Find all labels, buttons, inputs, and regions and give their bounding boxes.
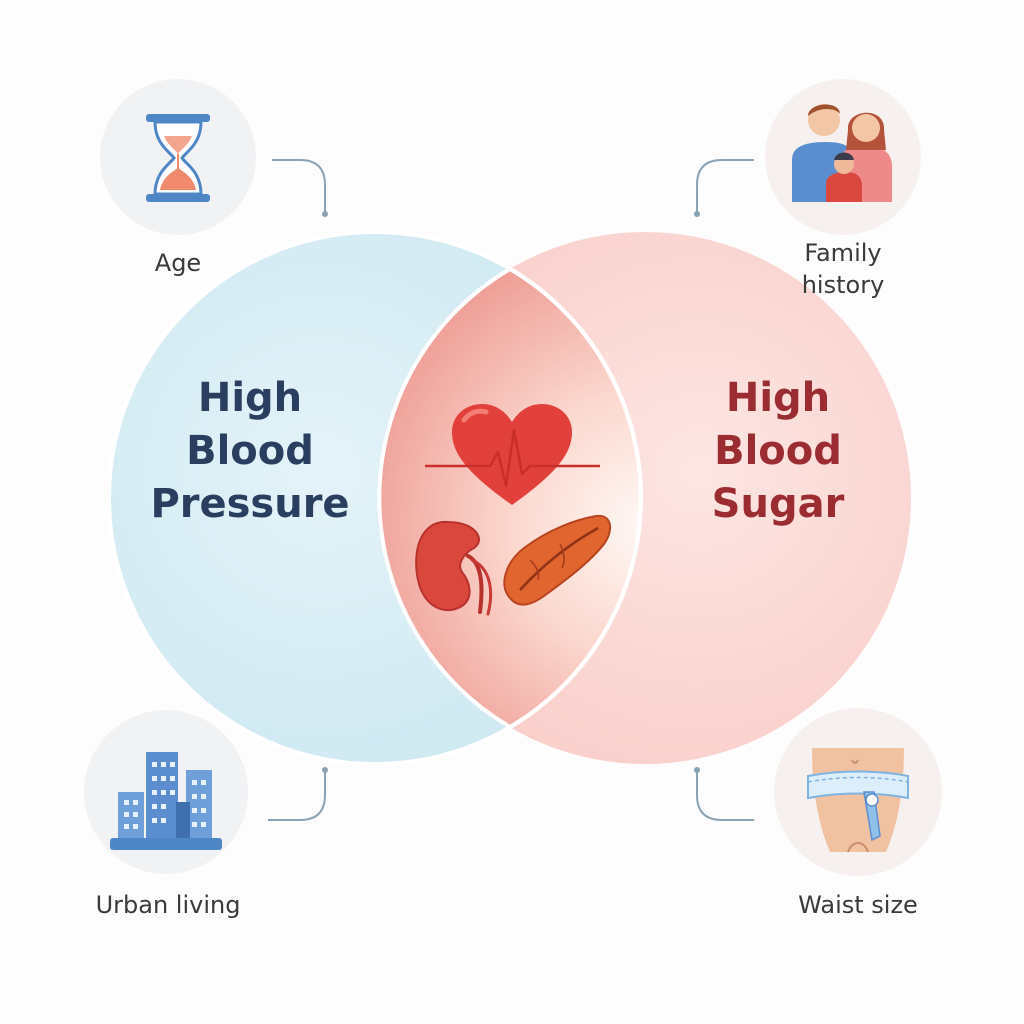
connector-age — [272, 159, 328, 217]
left-title-line-1: High — [197, 375, 303, 421]
factor-label-family: Family history — [801, 239, 885, 299]
urban-badge — [84, 710, 248, 874]
left-title-line-2: Blood — [186, 428, 314, 474]
factor-label-waist: Waist size — [798, 891, 918, 919]
right-title-line-2: Blood — [714, 428, 842, 474]
family-icon — [792, 104, 892, 202]
left-title-line-3: Pressure — [150, 481, 350, 527]
right-title-line-3: Sugar — [711, 481, 845, 527]
waist-measure-icon — [807, 748, 909, 853]
factor-label-age: Age — [154, 249, 202, 277]
connector-family — [694, 159, 754, 217]
connector-waist — [694, 767, 754, 821]
connector-urban — [268, 767, 328, 821]
right-circle-title: High Blood Sugar — [668, 372, 888, 531]
factor-label-urban: Urban living — [95, 891, 241, 919]
overlap-outline — [377, 266, 643, 730]
pancreas-icon — [503, 514, 612, 606]
age-badge — [100, 79, 256, 235]
right-title-line-1: High — [725, 375, 831, 421]
overlap-region — [379, 232, 641, 764]
hourglass-icon — [146, 114, 210, 202]
kidney-icon — [415, 520, 493, 616]
heart-rate-icon — [425, 404, 600, 505]
family-badge — [765, 79, 921, 235]
waist-badge — [774, 708, 942, 876]
left-circle-title: High Blood Pressure — [140, 372, 360, 531]
city-buildings-icon — [110, 752, 222, 850]
